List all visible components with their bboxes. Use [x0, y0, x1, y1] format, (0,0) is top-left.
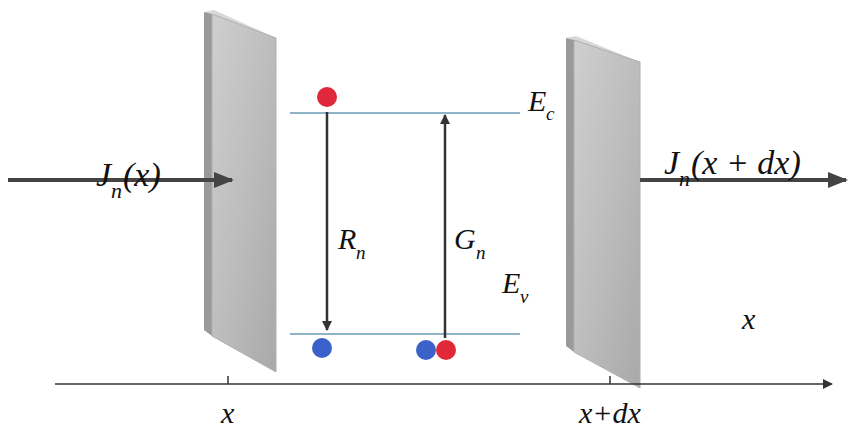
symbol: J: [96, 158, 111, 192]
tick-label: x: [221, 398, 234, 428]
tick-label: x+dx: [579, 398, 641, 428]
subscript: v: [520, 287, 528, 306]
subscript: n: [679, 168, 690, 190]
hole-dot: [416, 340, 436, 360]
symbol: E: [528, 86, 546, 116]
subscript: n: [356, 243, 366, 262]
subscript: n: [111, 180, 122, 202]
axis-label: x: [742, 304, 755, 334]
symbol: R: [338, 224, 356, 254]
symbol: G: [454, 224, 476, 254]
subscript: n: [476, 243, 486, 262]
symbol: J: [664, 146, 679, 180]
valence-band-line: [290, 333, 520, 335]
symbol: E: [502, 268, 520, 298]
electron-dot: [317, 87, 337, 107]
electron-dot: [436, 340, 456, 360]
left-plate: [204, 10, 276, 372]
generation-arrow: [444, 115, 447, 338]
argument: (x): [123, 158, 161, 192]
x-axis: [55, 383, 832, 385]
axis-tick: [227, 376, 229, 384]
recombination-arrow: [326, 112, 329, 330]
hole-dot: [312, 338, 332, 358]
axis-tick: [609, 376, 611, 384]
right-plate: [566, 36, 640, 388]
argument: (x + dx): [691, 146, 801, 180]
conduction-band-line: [290, 112, 520, 114]
subscript: c: [546, 104, 554, 123]
